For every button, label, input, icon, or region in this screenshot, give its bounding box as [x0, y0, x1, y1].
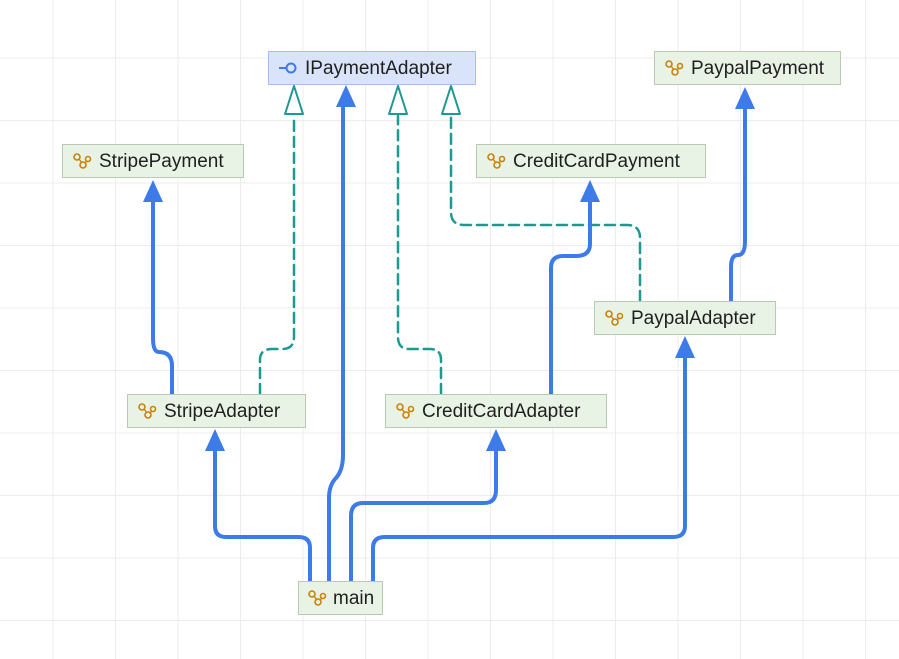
association-arrowhead [205, 429, 225, 451]
association-line [371, 356, 687, 583]
edge-main-to-stripe-adapter [205, 429, 312, 583]
node-stripe-adapter[interactable]: StripeAdapter [127, 394, 306, 428]
node-label: StripePayment [99, 150, 224, 172]
node-label: CreditCardPayment [513, 150, 680, 172]
edge-credit-card-adapter-to-credit-card-payment [549, 180, 600, 396]
association-arrowhead [735, 87, 755, 109]
class-icon [485, 150, 507, 172]
association-arrowhead [336, 85, 356, 107]
node-ipayment-adapter[interactable]: IPaymentAdapter [268, 51, 476, 85]
association-line [729, 108, 747, 303]
edge-main-to-credit-card-adapter [349, 429, 506, 583]
node-main[interactable]: main [298, 581, 383, 615]
association-arrowhead [675, 336, 695, 358]
association-arrowhead [580, 180, 600, 202]
interface-icon [277, 57, 299, 79]
edge-stripe-adapter-to-ipayment-adapter [258, 85, 304, 396]
node-label: main [333, 587, 375, 609]
realization-arrowhead [441, 85, 461, 115]
node-label: PaypalAdapter [631, 307, 756, 329]
association-line [549, 200, 592, 396]
realization-line [449, 114, 642, 303]
class-icon [71, 150, 93, 172]
node-label: CreditCardAdapter [422, 400, 581, 422]
class-icon [307, 587, 327, 609]
class-icon [394, 400, 416, 422]
node-credit-card-payment[interactable]: CreditCardPayment [476, 144, 706, 178]
edge-main-to-paypal-adapter [371, 336, 695, 583]
association-arrowhead [143, 180, 163, 202]
association-line [151, 200, 174, 396]
realization-line [396, 114, 443, 396]
node-stripe-payment[interactable]: StripePayment [62, 144, 244, 178]
edge-paypal-adapter-to-paypal-payment [729, 87, 755, 303]
association-line [213, 450, 312, 583]
node-label: IPaymentAdapter [305, 57, 452, 79]
realization-arrowhead [388, 85, 408, 115]
class-icon [136, 400, 158, 422]
edge-credit-card-adapter-to-ipayment-adapter [388, 85, 443, 396]
association-line [327, 106, 345, 583]
association-line [349, 450, 498, 583]
node-label: StripeAdapter [164, 400, 281, 422]
association-arrowhead [486, 429, 506, 451]
edge-paypal-adapter-to-ipayment-adapter [441, 85, 642, 303]
node-label: PaypalPayment [691, 57, 825, 79]
class-icon [603, 307, 625, 329]
node-credit-card-adapter[interactable]: CreditCardAdapter [385, 394, 607, 428]
node-paypal-adapter[interactable]: PaypalAdapter [594, 301, 776, 335]
node-paypal-payment[interactable]: PaypalPayment [654, 51, 841, 85]
edge-stripe-adapter-to-stripe-payment [143, 180, 174, 396]
realization-arrowhead [284, 85, 304, 115]
edge-main-to-ipayment-adapter [327, 85, 356, 583]
class-icon [663, 57, 685, 79]
realization-line [258, 114, 296, 396]
